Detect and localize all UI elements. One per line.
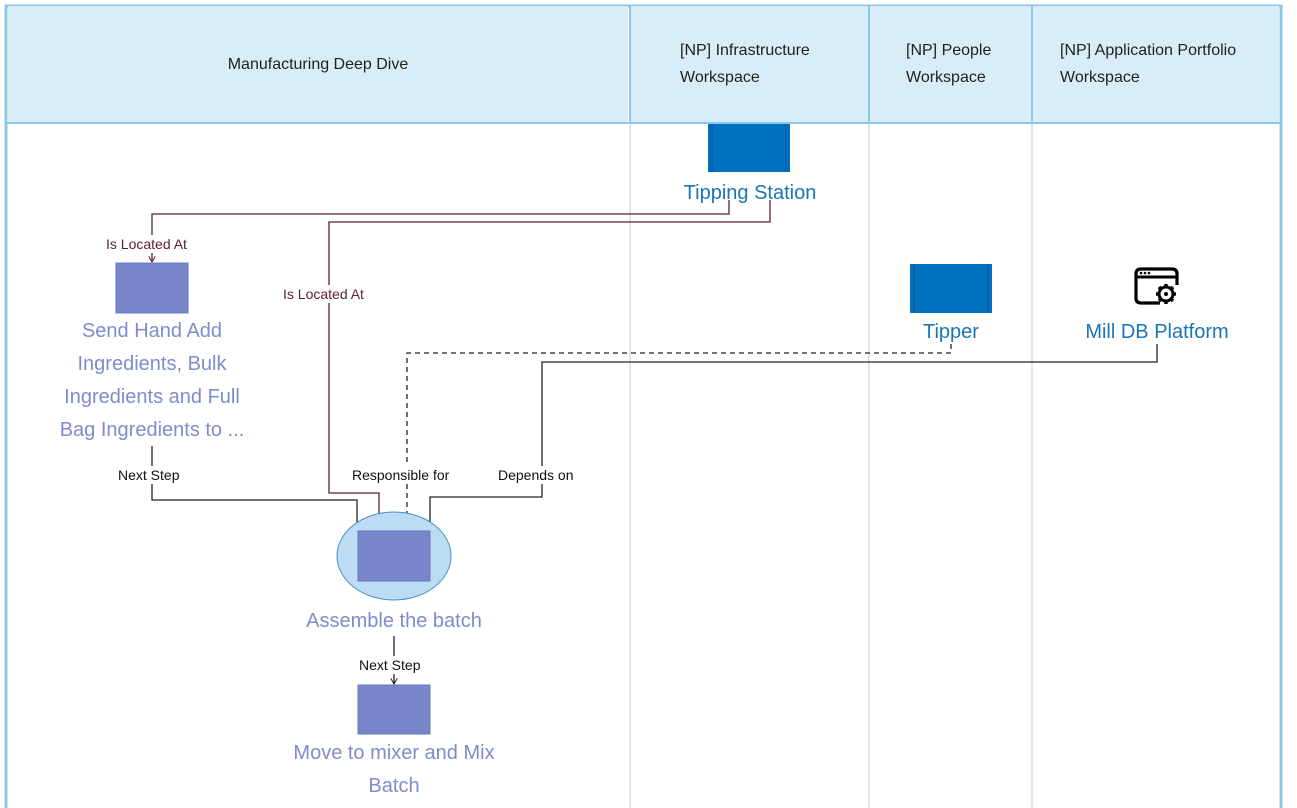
tipper-node[interactable]	[910, 264, 992, 313]
assemble-batch-node[interactable]	[357, 530, 431, 582]
lane-header-people-workspace: [NP] People Workspace	[870, 6, 1031, 122]
lane-header-manufacturing-deep-dive: Manufacturing Deep Dive	[8, 6, 628, 122]
move-to-mixer-label[interactable]: Move to mixer and Mix Batch	[293, 742, 495, 797]
tipping-station-label[interactable]: Tipping Station	[683, 182, 817, 204]
connector-depends-on[interactable]	[426, 344, 1158, 532]
connector-is-located-at-2[interactable]	[328, 200, 771, 531]
assemble-batch-label[interactable]: Assemble the batch	[306, 610, 482, 632]
send-hand-add-node[interactable]	[115, 262, 189, 314]
edge-label-is-located-at: Is Located At	[104, 235, 189, 253]
connector-is-located-at-1[interactable]	[148, 200, 730, 264]
lane-header-application-portfolio-workspace: [NP] Application Portfolio Workspace	[1033, 6, 1279, 122]
move-to-mixer-node[interactable]	[357, 684, 431, 735]
edge-label-is-located-at: Is Located At	[281, 285, 366, 303]
connector-next-step-1[interactable]	[151, 446, 361, 532]
lane-title: [NP] Application Portfolio Workspace	[1060, 42, 1237, 86]
tipper-label[interactable]: Tipper	[923, 321, 979, 343]
connector-responsible-for[interactable]	[403, 344, 952, 532]
lane-title: [NP] People Workspace	[906, 42, 992, 86]
lane-header-infrastructure-workspace: [NP] Infrastructure Workspace	[631, 6, 868, 122]
edge-label-next-step: Next Step	[116, 466, 182, 484]
tipping-station-node[interactable]	[708, 124, 790, 172]
edge-label-next-step: Next Step	[357, 656, 423, 674]
mill-db-platform-label[interactable]: Mill DB Platform	[1085, 321, 1229, 343]
application-window-gear-icon[interactable]	[1134, 267, 1179, 305]
edge-label-depends-on: Depends on	[496, 466, 576, 484]
edge-label-responsible-for: Responsible for	[350, 466, 452, 484]
lane-title: Manufacturing Deep Dive	[227, 55, 409, 73]
lane-title: [NP] Infrastructure Workspace	[680, 42, 810, 86]
send-hand-add-label[interactable]: Send Hand Add Ingredients, Bulk Ingredie…	[59, 320, 245, 441]
